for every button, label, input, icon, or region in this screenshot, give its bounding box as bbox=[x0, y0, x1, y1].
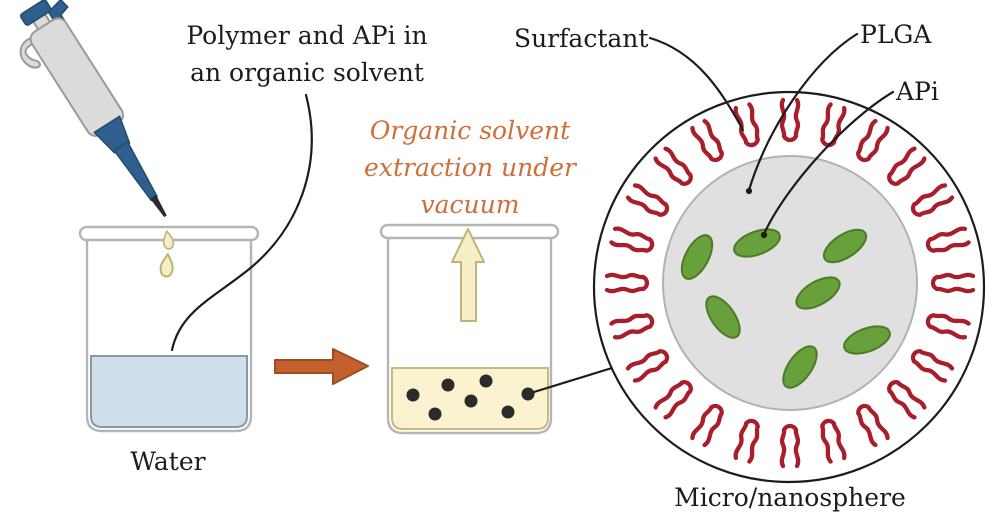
sphere-dot bbox=[501, 405, 515, 419]
pipette-collar bbox=[93, 115, 131, 154]
api-particle bbox=[795, 276, 841, 310]
water-label: Water bbox=[130, 447, 206, 476]
sphere-dot bbox=[521, 387, 535, 401]
api-leader-endpoint bbox=[760, 231, 768, 239]
api-label: APi bbox=[896, 77, 939, 106]
dot-to-sphere-line bbox=[532, 366, 614, 394]
sphere-dot bbox=[464, 394, 478, 408]
api-leader-line bbox=[762, 90, 895, 236]
plga-leader-endpoint bbox=[745, 187, 753, 195]
micro-nanosphere-label: Micro/nanosphere bbox=[674, 483, 906, 512]
process-label-line2: extraction under bbox=[364, 153, 576, 182]
api-particle bbox=[822, 228, 868, 264]
api-particle bbox=[733, 228, 781, 258]
api-particle bbox=[705, 295, 741, 339]
water-liquid bbox=[90, 355, 248, 428]
emulsion-droplet-dots bbox=[406, 374, 535, 421]
api-particle bbox=[782, 345, 818, 389]
plga-leader-line bbox=[747, 32, 859, 192]
pipette-tip bbox=[150, 194, 167, 218]
sphere-dot bbox=[406, 388, 420, 402]
polymer-leader-line bbox=[170, 93, 313, 352]
process-label-line1: Organic solvent bbox=[369, 116, 571, 145]
polymer-api-label-line1: Polymer and APi in bbox=[186, 21, 428, 50]
plga-label: PLGA bbox=[860, 20, 932, 49]
vacuum-arrow-icon bbox=[451, 228, 485, 322]
pipette-plunger-button bbox=[19, 0, 52, 26]
pipette-icon bbox=[19, 0, 167, 218]
polymer-api-label-line2: an organic solvent bbox=[190, 58, 424, 87]
api-particles bbox=[680, 228, 891, 389]
sphere-dot bbox=[428, 407, 442, 421]
api-particle bbox=[843, 325, 891, 355]
solvent-beaker bbox=[379, 223, 560, 435]
micro-nanosphere-diagram bbox=[592, 90, 986, 484]
water-beaker bbox=[78, 225, 260, 433]
api-particle bbox=[680, 234, 714, 280]
process-label-line3: vacuum bbox=[420, 190, 520, 219]
process-arrow-icon bbox=[274, 348, 369, 385]
pipette-finger-hook bbox=[19, 37, 41, 69]
surfactant-label: Surfactant bbox=[514, 24, 649, 53]
sphere-dot bbox=[479, 374, 493, 388]
polymer-api-label: Polymer and APi in an organic solvent bbox=[186, 17, 427, 91]
pipette-shaft bbox=[113, 141, 158, 202]
sphere-dot bbox=[441, 378, 455, 392]
surfactant-leader-line bbox=[648, 36, 745, 132]
process-label: Organic solvent extraction under vacuum bbox=[364, 112, 576, 223]
